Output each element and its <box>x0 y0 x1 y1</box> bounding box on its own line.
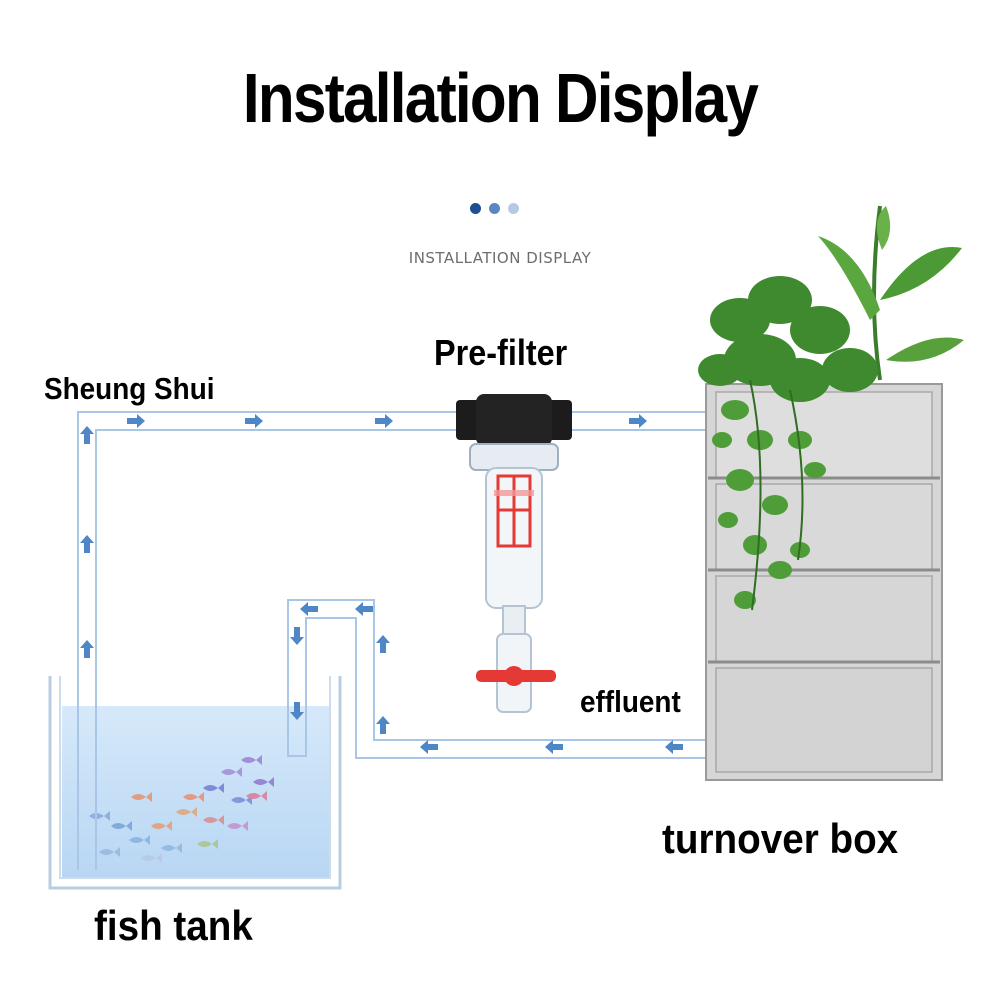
tank-glass <box>48 676 342 890</box>
effluent-label: effluent <box>580 684 681 719</box>
plant-icon <box>698 205 964 611</box>
turnover-box-label: turnover box <box>662 815 899 862</box>
dot-2 <box>489 203 500 214</box>
dot-1 <box>470 203 481 214</box>
carousel-dots <box>470 203 519 214</box>
valve-icon <box>476 666 556 686</box>
page-title: Installation Display <box>242 59 759 137</box>
dot-3 <box>508 203 519 214</box>
turnover-box <box>705 383 943 781</box>
pre-filter-label: Pre-filter <box>434 332 568 373</box>
section-subtitle: INSTALLATION DISPLAY <box>408 249 592 267</box>
fish-tank-label: fish tank <box>94 902 253 949</box>
sheung-shui-label: Sheung Shui <box>44 371 215 406</box>
pipe-return <box>287 599 720 759</box>
filter-icon <box>456 394 572 713</box>
fish-tank <box>48 676 342 890</box>
tank-glass-inner <box>59 676 331 879</box>
